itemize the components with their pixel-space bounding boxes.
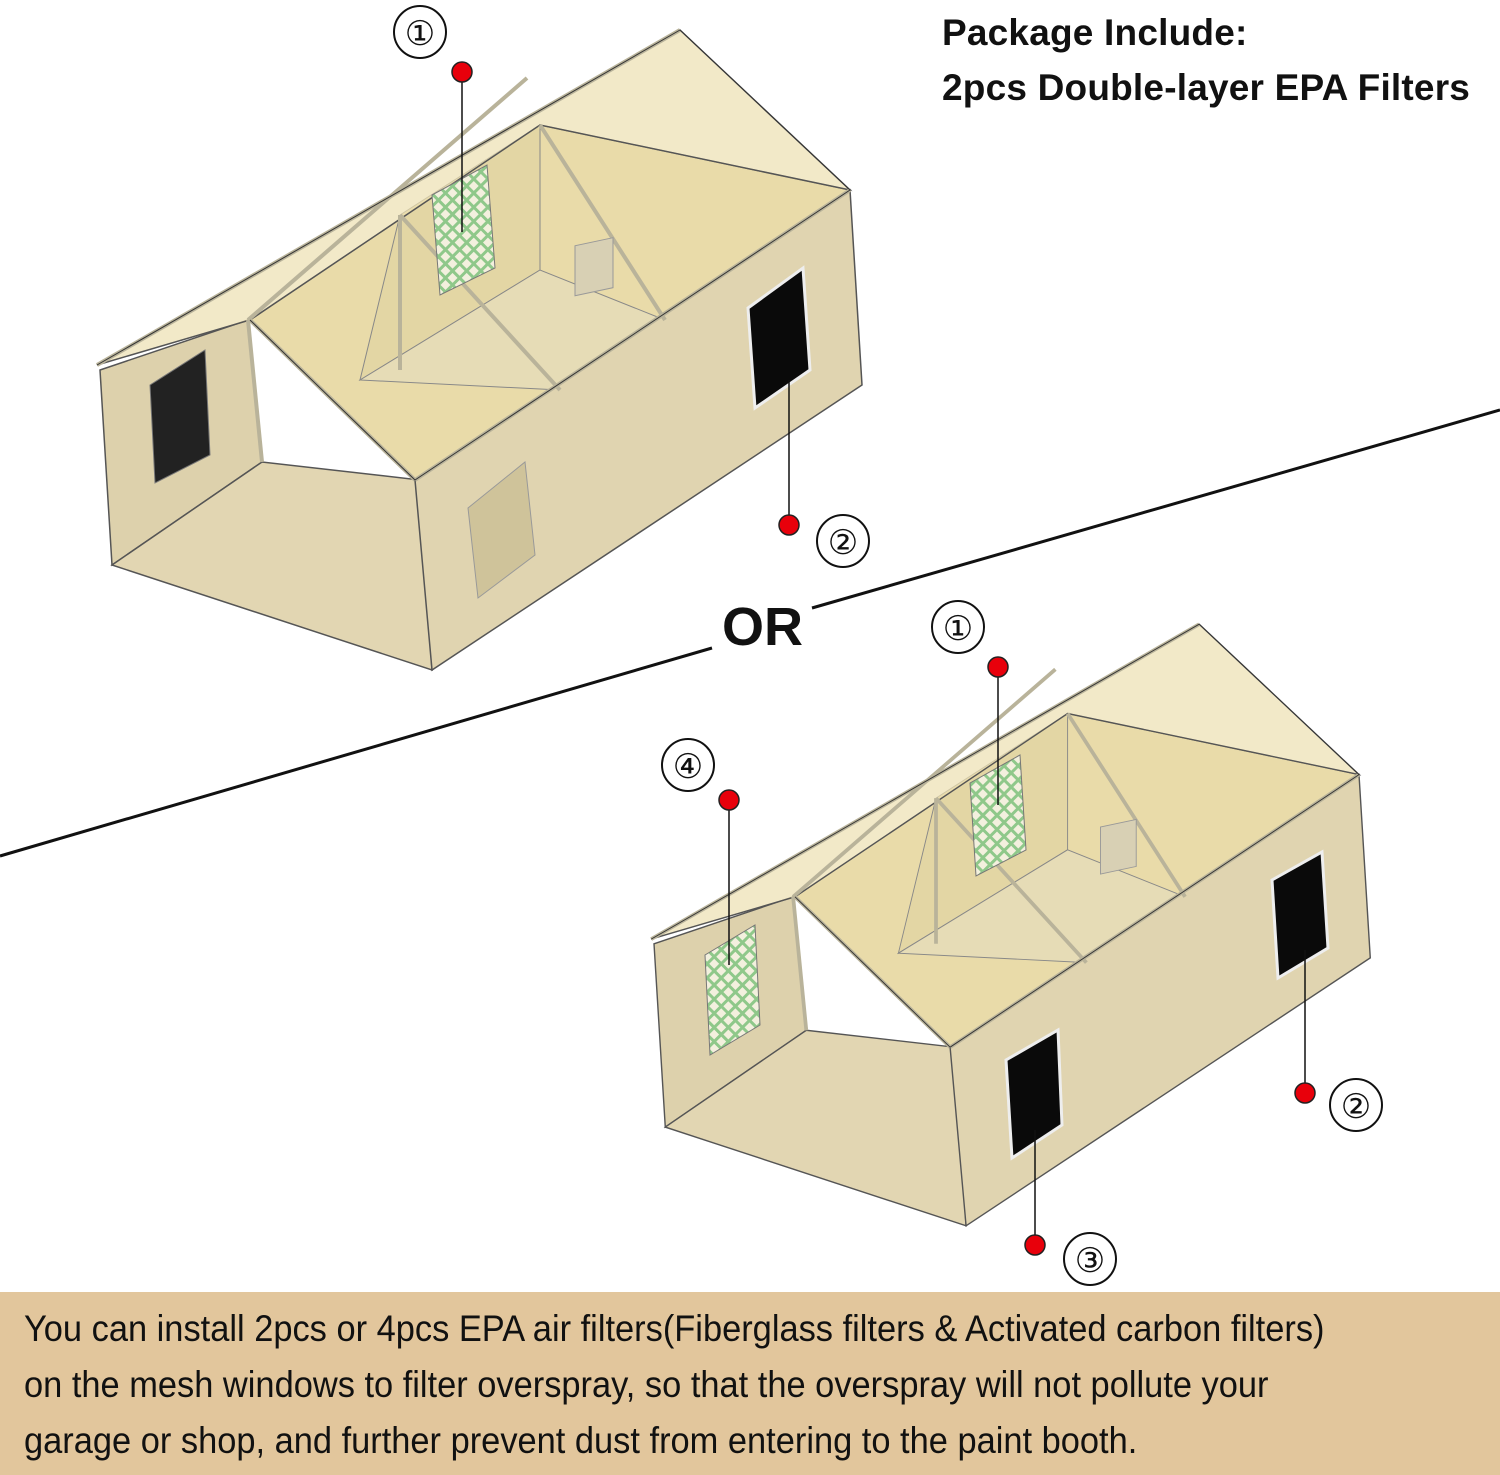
gable-black-filter	[149, 349, 211, 484]
callout-leaders	[461, 72, 1306, 1245]
side-door-panel	[467, 461, 536, 599]
description-band: You can install 2pcs or 4pcs EPA air fil…	[0, 1292, 1500, 1475]
callout-dot	[778, 514, 800, 536]
divider-line	[811, 408, 1500, 610]
or-separator: OR	[722, 597, 803, 657]
roof-mesh-window	[431, 164, 496, 296]
door-black-filter	[1004, 1027, 1064, 1161]
callout-dot	[1024, 1234, 1046, 1256]
callout-number: ②	[1329, 1078, 1383, 1132]
callout-dot	[1294, 1082, 1316, 1104]
roof-mesh-window	[969, 754, 1027, 877]
description-line: on the mesh windows to filter overspray,…	[24, 1364, 1269, 1405]
callout-dot	[718, 789, 740, 811]
callout-number: ③	[1063, 1232, 1117, 1286]
tent-option-b	[649, 622, 1373, 1228]
callout-number: ②	[816, 514, 870, 568]
side-black-filter	[746, 265, 812, 411]
callout-dot	[987, 656, 1009, 678]
package-subtitle: 2pcs Double-layer EPA Filters	[942, 67, 1471, 108]
callout-number: ①	[931, 600, 985, 654]
callout-number: ①	[393, 5, 447, 59]
tent-option-a	[95, 28, 864, 672]
divider-line	[0, 646, 713, 858]
callout-number: ④	[661, 738, 715, 792]
description-line: You can install 2pcs or 4pcs EPA air fil…	[24, 1308, 1325, 1349]
callout-dot	[451, 61, 473, 83]
description-line: garage or shop, and further prevent dust…	[24, 1420, 1138, 1461]
package-title: Package Include:	[942, 12, 1248, 53]
side-black-filter	[1270, 849, 1330, 981]
gable-mesh-window	[704, 924, 761, 1056]
